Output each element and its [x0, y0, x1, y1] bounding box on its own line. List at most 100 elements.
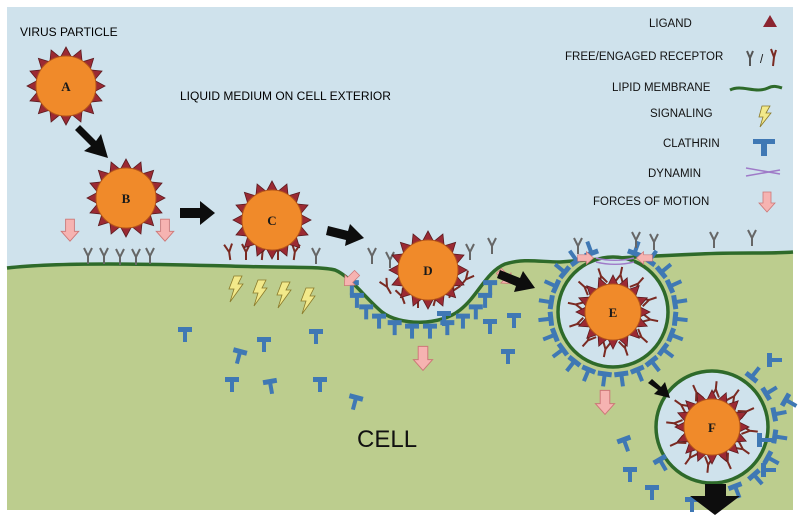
- clathrin-coat-unit: [565, 354, 582, 373]
- clathrin-coat-unit: [551, 342, 570, 359]
- free-clathrin-unit: [257, 337, 271, 352]
- force-arrow: [594, 389, 616, 416]
- free-clathrin-unit: [313, 377, 327, 392]
- signaling-bolt: [300, 287, 316, 315]
- virus-capsid: [683, 398, 741, 456]
- virus-capsid: [397, 239, 459, 301]
- triangle-icon: [763, 15, 777, 27]
- arrow-a-to-b: [75, 125, 108, 158]
- clathrin-coat-unit: [455, 313, 470, 329]
- signaling-bolt: [228, 275, 244, 303]
- virus-label-e: E: [609, 305, 618, 320]
- free-receptor: [465, 243, 475, 260]
- free-clathrin-unit: [616, 434, 632, 452]
- virus-e: E: [575, 274, 651, 350]
- free-clathrin-unit: [178, 327, 192, 342]
- free-receptor: [311, 247, 321, 264]
- arrow-c-to-d: [326, 224, 364, 246]
- legend-label-signaling: SIGNALING: [650, 108, 713, 120]
- force-arrow: [343, 269, 361, 287]
- free-receptor: [631, 231, 641, 248]
- clathrin-coat-unit: [671, 311, 688, 326]
- clathrin-coat-unit: [727, 481, 743, 499]
- virus-b: B: [86, 158, 166, 238]
- clathrin-coat-unit: [405, 323, 420, 339]
- clathrin-coat-unit: [664, 278, 683, 294]
- clathrin-coat: [344, 240, 788, 499]
- free-receptor: [131, 248, 141, 265]
- free-receptor: [487, 237, 497, 254]
- force-arrows-group: [60, 218, 653, 416]
- clathrin-coat-unit: [543, 278, 562, 294]
- membrane-icon: [729, 84, 783, 92]
- virus-capsid: [95, 167, 157, 229]
- clathrin-coat-unit: [656, 342, 675, 359]
- free-clathrin-group: [178, 311, 798, 512]
- free-clathrin-unit: [779, 392, 798, 408]
- dynamin-icon: [745, 167, 781, 177]
- engaged-receptor: [223, 243, 233, 261]
- free-clathrin-unit: [623, 467, 637, 482]
- clathrin-icon: [753, 139, 775, 156]
- virus-label-a: A: [61, 79, 71, 94]
- virus-a: A: [26, 46, 106, 126]
- free-receptor: [115, 248, 125, 265]
- free-clathrin-unit: [501, 349, 515, 364]
- clathrin-coat-unit: [468, 304, 483, 320]
- clathrin-coat-unit: [542, 327, 560, 343]
- force-arrow: [635, 250, 653, 266]
- legend: LIGAND FREE/ENGAGED RECEPTOR / LIPID MEM…: [565, 15, 783, 213]
- clathrin-coat-unit: [372, 313, 387, 329]
- free-receptor: [747, 229, 757, 246]
- clathrin-coat-unit: [760, 385, 778, 402]
- clathrin-coat-unit: [538, 311, 555, 326]
- free-clathrin-unit: [761, 463, 776, 477]
- clathrin-coat-unit: [553, 262, 572, 280]
- virus-label-c: C: [267, 213, 276, 228]
- virus-capsid: [35, 55, 97, 117]
- engaged-receptor: [602, 340, 612, 358]
- cell-label: CELL: [357, 426, 417, 453]
- clathrin-coat-unit: [597, 370, 612, 387]
- receptor-icon: [746, 48, 777, 67]
- clathrin-coat-unit: [666, 327, 684, 343]
- clathrin-coat-unit: [654, 262, 673, 280]
- signaling-group: [228, 275, 316, 315]
- lightning-icon: [758, 105, 772, 128]
- clathrin-coat-unit: [626, 240, 642, 259]
- virus-capsid: [241, 189, 303, 251]
- clathrin-coat-unit: [671, 294, 688, 310]
- free-receptor: [649, 233, 659, 250]
- clathrin-coat-unit: [387, 320, 402, 336]
- legend-receptor-separator: /: [760, 54, 764, 66]
- arrow-f-down: [690, 484, 740, 515]
- virus-capsid: [584, 283, 642, 341]
- medium-label: LIQUID MEDIUM ON CELL EXTERIOR: [180, 89, 391, 103]
- legend-label-clathrin: CLATHRIN: [663, 138, 720, 150]
- clathrin-coat-unit: [581, 364, 597, 382]
- virus-d: D: [388, 230, 468, 310]
- free-clathrin-unit: [685, 497, 699, 512]
- virus-c: C: [232, 180, 312, 260]
- free-clathrin-unit: [767, 353, 782, 367]
- engaged-receptor: [725, 389, 740, 406]
- legend-label-forces: FORCES OF MOTION: [593, 196, 709, 208]
- legend-label-dynamin: DYNAMIN: [648, 168, 701, 180]
- force-arrow-icon: [758, 191, 776, 213]
- engaged-receptor: [567, 301, 585, 311]
- clathrin-coat-unit: [614, 370, 629, 387]
- clathrin-coat-unit: [771, 429, 788, 444]
- engaged-receptor: [641, 313, 659, 323]
- engaged-receptor: [674, 399, 691, 414]
- clathrin-coat-unit: [538, 294, 555, 310]
- legend-label-membrane: LIPID MEMBRANE: [612, 82, 711, 94]
- free-clathrin-unit: [262, 377, 278, 395]
- signaling-bolt: [252, 279, 268, 307]
- virus-particle-label: VIRUS PARTICLE: [20, 25, 118, 39]
- clathrin-coat-unit: [644, 354, 661, 373]
- force-arrow: [577, 250, 595, 266]
- signaling-bolt: [276, 281, 292, 309]
- free-receptor: [83, 247, 93, 264]
